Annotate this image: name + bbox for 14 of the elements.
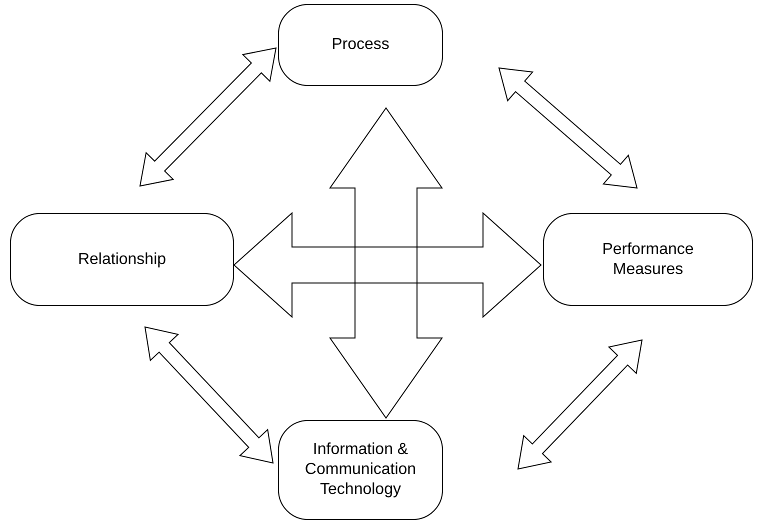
double-arrow (329, 107, 443, 419)
node-label: Relationship (78, 250, 166, 270)
double-arrow (139, 47, 277, 187)
double-arrow (498, 67, 638, 189)
rounded-box (543, 213, 753, 306)
rounded-box (10, 213, 234, 306)
double-arrow (144, 326, 274, 464)
double-arrow (233, 212, 542, 318)
node-label: Performance Measures (601, 240, 695, 280)
rounded-box (278, 420, 443, 520)
node-label: Information & Communication Technology (304, 440, 418, 500)
double-arrow (517, 339, 643, 470)
node-label: Process (332, 35, 390, 55)
rounded-box (278, 4, 443, 86)
